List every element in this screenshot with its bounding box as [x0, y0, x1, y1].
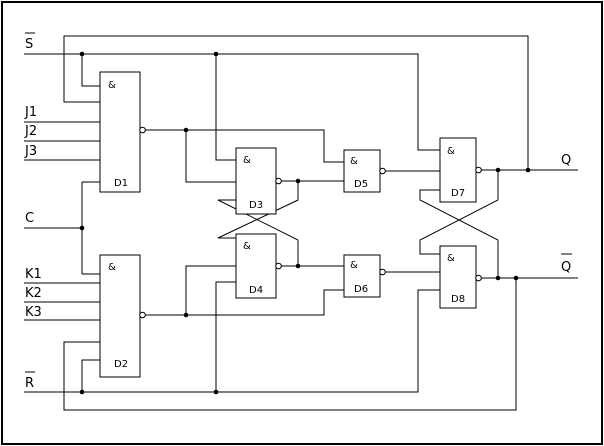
- wire-s-d3: [215, 54, 236, 161]
- gate-d1-inverter: [139, 126, 146, 134]
- wire-d1-d3: [185, 130, 236, 183]
- gate-d1: & D1: [99, 71, 146, 193]
- gate-d6-op: &: [350, 260, 358, 271]
- gate-d3-body: [235, 147, 277, 215]
- output-labels: Q Q: [561, 153, 572, 275]
- junctions: [79, 51, 531, 395]
- junction: [295, 178, 301, 184]
- gate-d2-inverter: [139, 311, 146, 319]
- gate-d5-body: [343, 149, 381, 193]
- gate-d8-inverter: [475, 274, 482, 282]
- gate-d7: & D7: [439, 137, 482, 203]
- junction: [183, 127, 189, 133]
- gate-d3-name: D3: [249, 200, 263, 211]
- gate-d5-op: &: [350, 156, 358, 167]
- gate-d6-name: D6: [354, 284, 368, 295]
- gate-d6-inverter: [379, 268, 386, 276]
- gate-d5-inverter: [379, 167, 386, 175]
- label-s: S: [25, 37, 33, 52]
- gate-d7-op: &: [447, 146, 455, 157]
- gate-d5: & D5: [343, 149, 386, 193]
- gate-d3: & D3: [235, 147, 282, 215]
- label-r: R: [25, 376, 34, 391]
- junction: [213, 389, 219, 395]
- gate-d6-body: [343, 254, 381, 298]
- gate-d1-name: D1: [114, 178, 128, 189]
- junction: [213, 51, 219, 57]
- wire-d2-d4: [185, 265, 236, 315]
- wire-d3-cross: [217, 181, 299, 239]
- gate-d4: & D4: [235, 233, 282, 299]
- wire-q-cross: [419, 170, 499, 255]
- wires: [24, 35, 578, 411]
- gate-d3-inverter: [275, 177, 282, 185]
- wire-s: [24, 53, 440, 151]
- junction: [525, 167, 531, 173]
- gate-d1-body: [99, 71, 141, 193]
- junction: [79, 389, 85, 395]
- gate-d2-body: [99, 254, 141, 378]
- wire-bottom-feedback: [63, 278, 517, 411]
- gate-d7-inverter: [475, 166, 482, 174]
- wire-s-d1: [81, 54, 100, 87]
- input-labels: S J1 J2 J3 C K1 K2 K3 R: [24, 32, 42, 391]
- gate-d1-op: &: [108, 80, 116, 91]
- junction: [495, 167, 501, 173]
- wire-d2-out: [145, 289, 344, 316]
- junction: [79, 51, 85, 57]
- gate-d3-op: &: [243, 155, 251, 166]
- junction: [183, 312, 189, 318]
- gate-d7-name: D7: [451, 188, 465, 199]
- label-j2: J2: [24, 124, 37, 139]
- wire-d4-cross: [217, 199, 299, 266]
- gate-d8-body: [439, 245, 477, 309]
- junction: [495, 275, 501, 281]
- junction: [513, 275, 519, 281]
- label-q: Q: [561, 153, 571, 168]
- wire-qbar-cross: [419, 189, 499, 278]
- gate-d6: & D6: [343, 254, 386, 298]
- gate-d8-name: D8: [451, 294, 465, 305]
- wire-r-d2: [81, 359, 100, 392]
- label-c: C: [25, 211, 34, 226]
- gate-d5-name: D5: [354, 179, 368, 190]
- wire-top-feedback: [63, 35, 529, 170]
- gate-d8-op: &: [447, 253, 455, 264]
- gate-d7-body: [439, 137, 477, 203]
- label-qbar: Q: [561, 260, 571, 275]
- gate-d2: & D2: [99, 254, 146, 378]
- label-k3: K3: [25, 305, 42, 320]
- gate-d8: & D8: [439, 245, 482, 309]
- junction: [295, 263, 301, 269]
- label-j1: J1: [24, 105, 37, 120]
- wire-r: [24, 289, 440, 393]
- gate-d4-inverter: [275, 262, 282, 270]
- label-k2: K2: [25, 286, 42, 301]
- gate-d4-op: &: [243, 241, 251, 252]
- junction: [79, 225, 85, 231]
- gate-d2-name: D2: [114, 359, 128, 370]
- wire-d1-out: [145, 129, 344, 163]
- wire-r-d4: [215, 281, 236, 392]
- gate-d4-name: D4: [249, 285, 263, 296]
- label-k1: K1: [25, 267, 42, 282]
- gate-d4-body: [235, 233, 277, 299]
- label-j3: J3: [24, 144, 37, 159]
- gate-d2-op: &: [108, 262, 116, 273]
